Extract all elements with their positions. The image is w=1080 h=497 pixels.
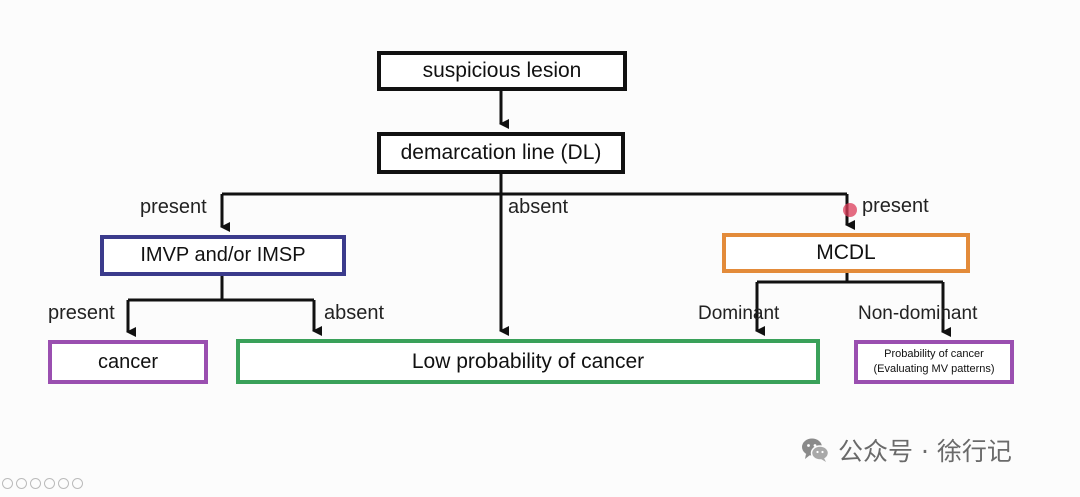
control-icon[interactable] — [30, 478, 41, 489]
wechat-icon — [800, 435, 830, 465]
control-icon[interactable] — [72, 478, 83, 489]
watermark: 公众号 · 徐行记 — [800, 432, 1012, 468]
node-suspicious-lesion: suspicious lesion — [377, 51, 627, 91]
edge-label-non-dominant: Non-dominant — [858, 303, 978, 324]
node-low-probability: Low probability of cancer — [236, 339, 820, 384]
node-low-probability-label: Low probability of cancer — [411, 349, 645, 373]
control-icon[interactable] — [16, 478, 27, 489]
node-imvp-imsp: IMVP and/or IMSP — [100, 235, 346, 276]
node-probability-of-cancer: Probability of cancer (Evaluating MV pat… — [854, 340, 1014, 384]
node-demarcation-line: demarcation line (DL) — [377, 132, 625, 174]
edge-label-imvp-absent: absent — [324, 302, 385, 324]
laser-pointer-icon — [843, 203, 857, 217]
node-probability-line2: (Evaluating MV patterns) — [873, 363, 995, 375]
edge-label-dl-present-right: present — [862, 195, 929, 217]
watermark-text: 公众号 · 徐行记 — [838, 437, 1012, 466]
control-icon[interactable] — [44, 478, 55, 489]
node-cancer-label: cancer — [97, 350, 159, 373]
node-mcdl: MCDL — [722, 233, 970, 273]
node-imvp-imsp-label: IMVP and/or IMSP — [140, 244, 306, 266]
edge-label-dl-absent: absent — [508, 196, 569, 218]
node-mcdl-label: MCDL — [816, 241, 876, 264]
node-suspicious-lesion-label: suspicious lesion — [422, 59, 582, 82]
node-demarcation-line-label: demarcation line (DL) — [400, 141, 602, 164]
player-controls[interactable] — [2, 478, 83, 489]
node-cancer: cancer — [48, 340, 208, 384]
edge-label-imvp-present: present — [48, 302, 115, 324]
edge-label-dl-present-left: present — [140, 196, 207, 218]
control-icon[interactable] — [58, 478, 69, 489]
control-icon[interactable] — [2, 478, 13, 489]
node-probability-line1: Probability of cancer — [884, 348, 984, 360]
edge-label-dominant: Dominant — [698, 303, 780, 324]
